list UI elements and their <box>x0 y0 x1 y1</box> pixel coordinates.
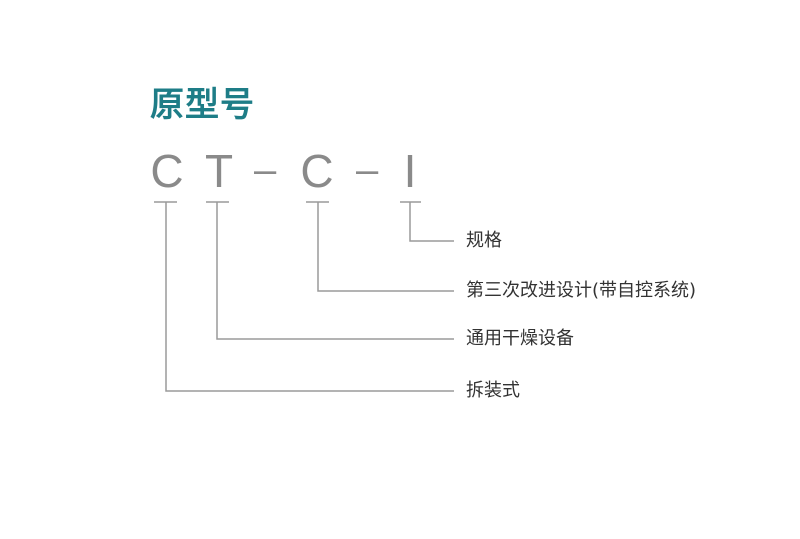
code-char-t: T <box>204 145 234 197</box>
code-char-i: I <box>403 145 417 197</box>
label-type: 通用干燥设备 <box>466 328 574 349</box>
connector-revision <box>306 201 454 292</box>
connector-spec <box>400 201 454 242</box>
label-revision: 第三次改进设计(带自控系统) <box>466 280 697 301</box>
page-title: 原型号 <box>150 85 255 125</box>
code-separator-1: – <box>254 148 277 192</box>
connector-type <box>206 201 454 340</box>
code-char-c-second: C <box>300 145 334 197</box>
code-char-c-first: C <box>150 145 184 197</box>
code-separator-2: – <box>356 148 379 192</box>
connector-construction <box>154 201 454 392</box>
label-spec: 规格 <box>466 230 502 251</box>
label-construction: 拆装式 <box>466 380 520 401</box>
